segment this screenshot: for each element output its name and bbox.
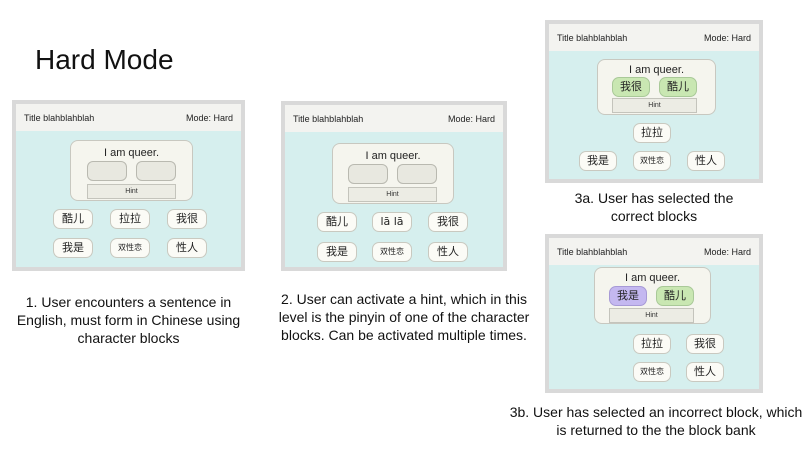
- screen-3b: Title blahblahblah Mode: Hard I am queer…: [545, 234, 763, 393]
- block-lala[interactable]: 拉拉: [633, 334, 671, 354]
- block-lala-pinyin[interactable]: lā lā: [372, 212, 412, 232]
- english-sentence: I am queer.: [628, 64, 685, 76]
- screen-2: Title blahblahblah Mode: Hard I am queer…: [281, 101, 507, 271]
- app-title: Title blahblahblah: [557, 247, 628, 257]
- block-kuer[interactable]: 酷儿: [317, 212, 357, 232]
- sentence-card: I am queer. 我很 酷儿 Hint: [597, 59, 716, 115]
- mode-label: Mode: Hard: [185, 113, 233, 123]
- app-title: Title blahblahblah: [293, 114, 364, 124]
- block-shuangxinglian[interactable]: 双性恋: [110, 238, 150, 258]
- block-lala[interactable]: 拉拉: [633, 123, 671, 143]
- answer-slot-1[interactable]: [348, 164, 388, 184]
- block-woshi[interactable]: 我是: [579, 151, 617, 171]
- caption-step-2: 2. User can activate a hint, which in th…: [278, 291, 530, 343]
- block-kuer[interactable]: 酷儿: [53, 209, 93, 229]
- sentence-card: I am queer. 我是 酷儿 Hint: [594, 267, 711, 324]
- caption-step-3a: 3a. User has selected the correct blocks: [574, 190, 734, 224]
- selected-block-kuer[interactable]: 酷儿: [656, 286, 694, 306]
- app-header: Title blahblahblah Mode: Hard: [285, 105, 503, 132]
- block-shuangxinglian[interactable]: 双性恋: [633, 151, 671, 171]
- block-xingren[interactable]: 性人: [167, 238, 207, 258]
- selected-block-wohen[interactable]: 我很: [612, 77, 650, 97]
- caption-step-3b: 3b. User has selected an incorrect block…: [509, 404, 803, 438]
- english-sentence: I am queer.: [103, 147, 160, 159]
- app-header: Title blahblahblah Mode: Hard: [16, 104, 241, 131]
- app-title: Title blahblahblah: [24, 113, 95, 123]
- selected-block-woshi[interactable]: 我是: [609, 286, 647, 306]
- block-shuangxinglian[interactable]: 双性恋: [372, 242, 412, 262]
- hint-button[interactable]: Hint: [87, 184, 176, 199]
- mode-label: Mode: Hard: [703, 33, 751, 43]
- block-woshi[interactable]: 我是: [53, 238, 93, 258]
- block-shuangxinglian[interactable]: 双性恋: [633, 362, 671, 382]
- block-xingren[interactable]: 性人: [686, 362, 724, 382]
- english-sentence: I am queer.: [365, 150, 421, 162]
- sentence-card: I am queer. Hint: [70, 140, 193, 201]
- mode-label: Mode: Hard: [703, 247, 751, 257]
- hint-button[interactable]: Hint: [612, 98, 697, 113]
- screen-3a: Title blahblahblah Mode: Hard I am queer…: [545, 20, 763, 183]
- answer-slot-1[interactable]: [87, 161, 127, 181]
- block-wohen[interactable]: 我很: [428, 212, 468, 232]
- selected-block-kuer[interactable]: 酷儿: [659, 77, 697, 97]
- block-wohen[interactable]: 我很: [167, 209, 207, 229]
- block-xingren[interactable]: 性人: [428, 242, 468, 262]
- caption-step-1: 1. User encounters a sentence in English…: [16, 294, 241, 346]
- answer-slot-2[interactable]: [397, 164, 437, 184]
- answer-slot-2[interactable]: [136, 161, 176, 181]
- block-xingren[interactable]: 性人: [687, 151, 725, 171]
- app-header: Title blahblahblah Mode: Hard: [549, 24, 759, 51]
- english-sentence: I am queer.: [624, 272, 681, 284]
- app-header: Title blahblahblah Mode: Hard: [549, 238, 759, 265]
- sentence-card: I am queer. Hint: [332, 143, 454, 204]
- app-title: Title blahblahblah: [557, 33, 628, 43]
- block-wohen[interactable]: 我很: [686, 334, 724, 354]
- hint-button[interactable]: Hint: [348, 187, 437, 202]
- mode-label: Mode: Hard: [447, 114, 495, 124]
- screen-1: Title blahblahblah Mode: Hard I am queer…: [12, 100, 245, 271]
- hint-button[interactable]: Hint: [609, 308, 694, 323]
- block-lala[interactable]: 拉拉: [110, 209, 150, 229]
- page-heading: Hard Mode: [35, 44, 174, 75]
- block-woshi[interactable]: 我是: [317, 242, 357, 262]
